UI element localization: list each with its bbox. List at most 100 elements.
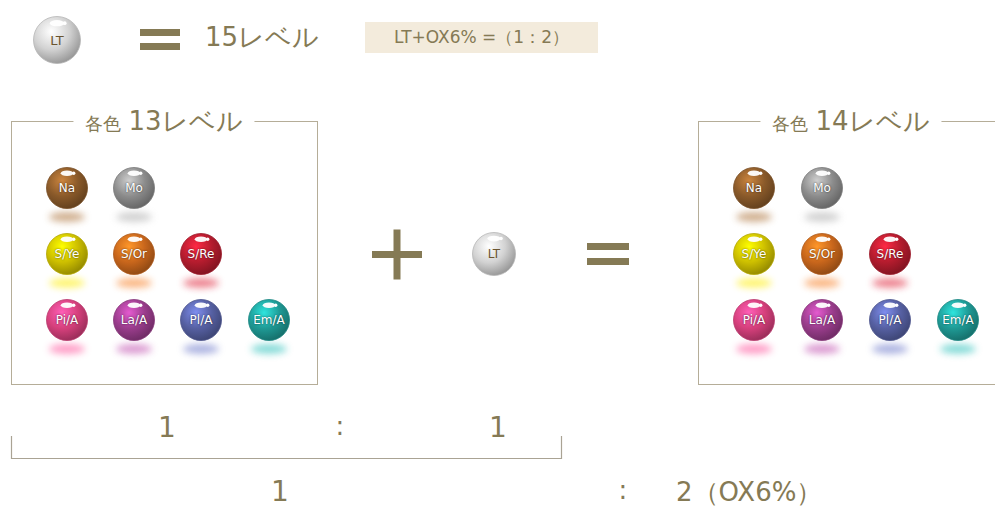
ball-glow [804, 278, 840, 288]
ball-glow [804, 212, 840, 222]
ball-highlight [263, 303, 276, 308]
ball-glow [116, 344, 152, 354]
ball-highlight [499, 237, 503, 241]
color-ball: LT [472, 232, 516, 276]
color-ball: S/Or [113, 233, 155, 275]
ball-highlight [61, 171, 74, 176]
ball-label: LT [50, 34, 63, 47]
ball-label: Em/A [942, 314, 974, 326]
ball-highlight [72, 238, 75, 241]
ball-sphere [47, 168, 88, 209]
ball-label: S/Ye [55, 248, 80, 260]
ratio-number: 1 [489, 414, 507, 442]
box-heading: 各色 14レベル [760, 104, 941, 139]
ball-label: La/A [121, 314, 147, 326]
ball-highlight [816, 237, 829, 242]
ball-highlight [884, 303, 897, 308]
ball-highlight [759, 238, 762, 241]
equals-bar [587, 258, 629, 265]
ball-highlight [816, 303, 829, 308]
color-ball: La/A [801, 299, 843, 341]
ball-highlight [61, 303, 74, 308]
ball-label: S/Or [809, 248, 835, 260]
ball-glow [49, 278, 85, 288]
ball-glow [116, 212, 152, 222]
ball-sphere [802, 234, 843, 275]
ratio-bracket [12, 436, 562, 459]
color-ball: Pi/A [46, 299, 88, 341]
ball-highlight [61, 237, 74, 242]
ball-glow [736, 212, 772, 222]
ball-highlight [128, 237, 141, 242]
ball-highlight [72, 172, 75, 175]
ratio-number: : [336, 413, 345, 439]
ball-label: Mo [813, 182, 831, 194]
ball-sphere [47, 300, 88, 341]
ball-glow [183, 278, 219, 288]
color-ball: Na [46, 167, 88, 209]
ball-sphere [473, 233, 516, 276]
ball-highlight [963, 304, 966, 307]
ball-glow [736, 344, 772, 354]
ball-highlight [816, 171, 829, 176]
ball-highlight [274, 304, 277, 307]
heading-prefix: 各色 [772, 112, 808, 136]
ball-glow [475, 279, 512, 289]
plus-bar [394, 230, 401, 280]
ball-sphere [870, 300, 911, 341]
ball-sphere [114, 168, 155, 209]
ball-glow [116, 278, 152, 288]
color-ball: S/Re [180, 233, 222, 275]
ball-highlight [195, 237, 208, 242]
ratio-number: 1 [271, 478, 289, 506]
ball-glow [37, 67, 78, 77]
ratio-number: 1 [158, 414, 176, 442]
ball-sphere [114, 234, 155, 275]
ball-highlight [895, 304, 898, 307]
ball-highlight [759, 304, 762, 307]
color-ball: Mo [801, 167, 843, 209]
ball-label: LT [488, 248, 500, 260]
ball-sphere [870, 234, 911, 275]
ball-sphere [734, 300, 775, 341]
ball-sphere [734, 234, 775, 275]
ball-sphere [802, 300, 843, 341]
ball-label: S/Re [188, 248, 215, 260]
color-ball: Mo [113, 167, 155, 209]
ball-highlight [759, 172, 762, 175]
color-ball: LT [33, 16, 81, 64]
ball-highlight [50, 20, 64, 26]
color-ball: S/Or [801, 233, 843, 275]
equals-bar [140, 29, 180, 36]
level-heading: 13レベル [128, 104, 242, 139]
ball-label: Pl/A [190, 314, 213, 326]
ball-glow [736, 278, 772, 288]
color-ball: S/Re [869, 233, 911, 275]
ball-glow [49, 344, 85, 354]
color-ball: Pl/A [869, 299, 911, 341]
equals-bar [587, 243, 629, 250]
ratio-note: LT+OX6% =（1：2） [394, 26, 569, 49]
color-ball: S/Ye [46, 233, 88, 275]
ball-label: Em/A [253, 314, 285, 326]
ball-glow [49, 212, 85, 222]
ball-highlight [827, 238, 830, 241]
ball-sphere [938, 300, 979, 341]
ball-highlight [63, 21, 67, 25]
ball-sphere [181, 300, 222, 341]
ball-sphere [249, 300, 290, 341]
heading-prefix: 各色 [85, 112, 121, 136]
ball-highlight [884, 237, 897, 242]
color-ball: La/A [113, 299, 155, 341]
ratio-number: 2（OX6%） [676, 479, 822, 505]
ball-sphere [34, 17, 81, 64]
ball-highlight [139, 304, 142, 307]
ball-highlight [72, 304, 75, 307]
level-heading: 14レベル [815, 104, 929, 139]
color-ball: S/Ye [733, 233, 775, 275]
ratio-number: : [619, 477, 628, 503]
ball-highlight [952, 303, 965, 308]
ball-highlight [206, 238, 209, 241]
ball-glow [872, 344, 908, 354]
